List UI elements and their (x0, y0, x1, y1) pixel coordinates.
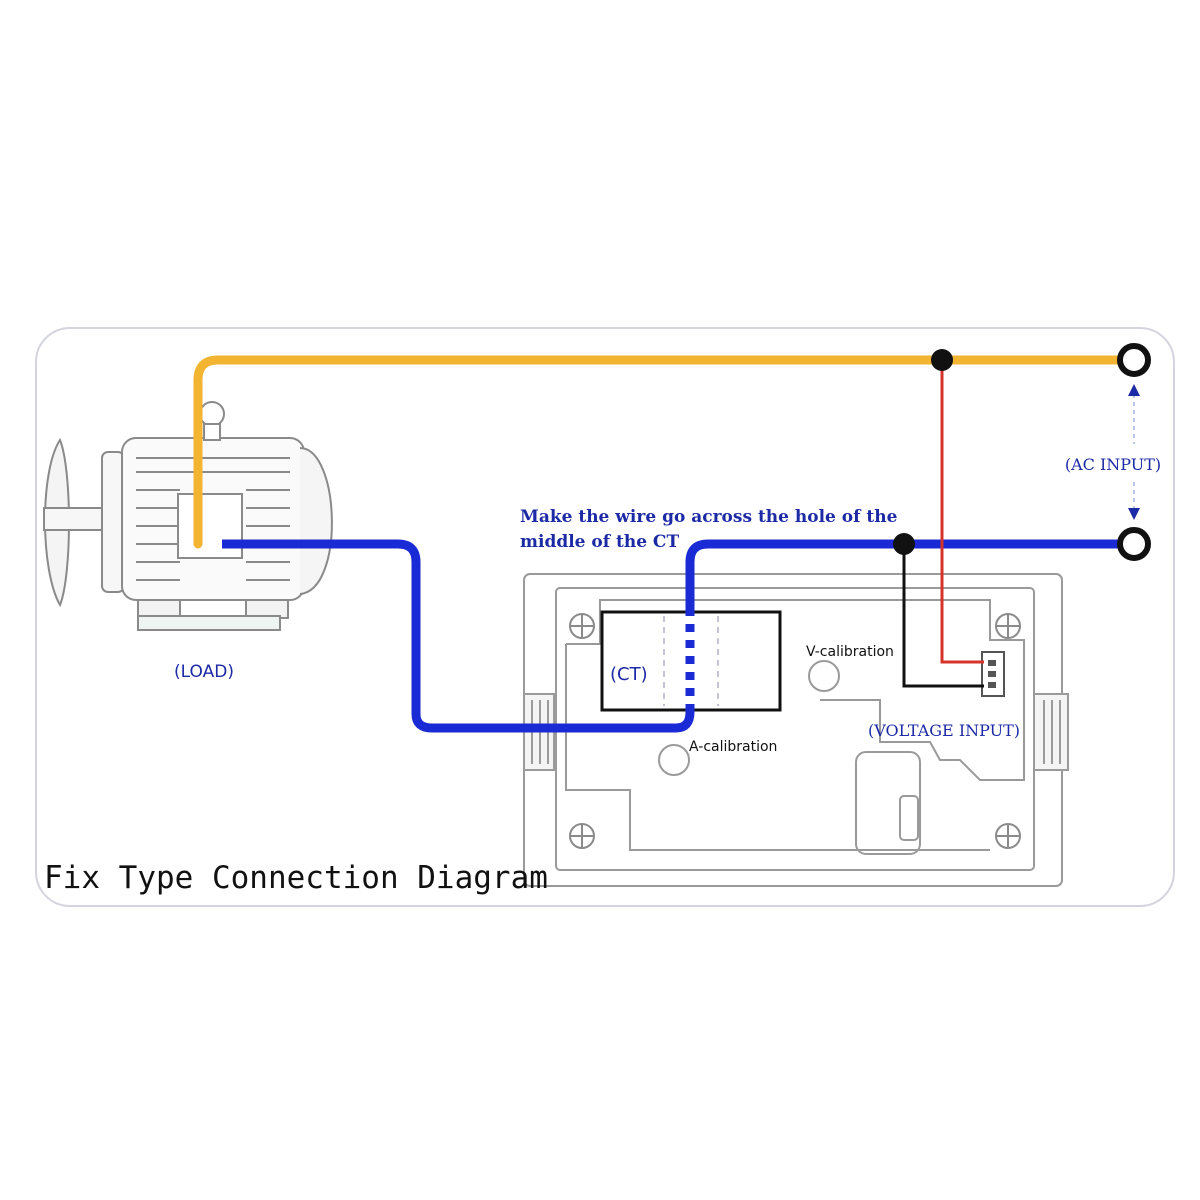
ac-input-arrows (1128, 384, 1140, 520)
a-calibration-label: A-calibration (689, 739, 777, 755)
ct-label: (CT) (610, 664, 648, 685)
screw-icon (995, 613, 1021, 639)
ac-input-label: (AC INPUT) (1065, 455, 1161, 474)
junction-dot-live (931, 349, 953, 371)
live-wire (193, 355, 1123, 549)
diagram-title: Fix Type Connection Diagram (44, 860, 548, 896)
instruction-text-line2: middle of the CT (520, 532, 679, 552)
junction-dot-neutral (893, 533, 915, 555)
voltage-input-label: (VOLTAGE INPUT) (868, 721, 1020, 740)
ac-terminal-neutral (1117, 527, 1151, 561)
voltage-red-wire (940, 360, 984, 664)
screw-icon (569, 823, 595, 849)
screw-icon (995, 823, 1021, 849)
v-calibration-label: V-calibration (806, 644, 894, 660)
arrow-down-icon (1128, 508, 1140, 520)
voltage-input-connector (981, 651, 1005, 697)
instruction-text-line1: Make the wire go across the hole of the (520, 507, 898, 527)
load-label: (LOAD) (174, 662, 234, 682)
screw-holes (569, 613, 1021, 849)
ac-terminal-live (1117, 343, 1151, 377)
a-calibration-pot (658, 744, 690, 776)
voltage-black-wire (902, 544, 984, 688)
screw-icon (569, 613, 595, 639)
v-calibration-pot (808, 660, 840, 692)
motor-load-illustration (43, 401, 333, 631)
arrow-up-icon (1128, 384, 1140, 396)
neutral-wire (222, 539, 1118, 733)
